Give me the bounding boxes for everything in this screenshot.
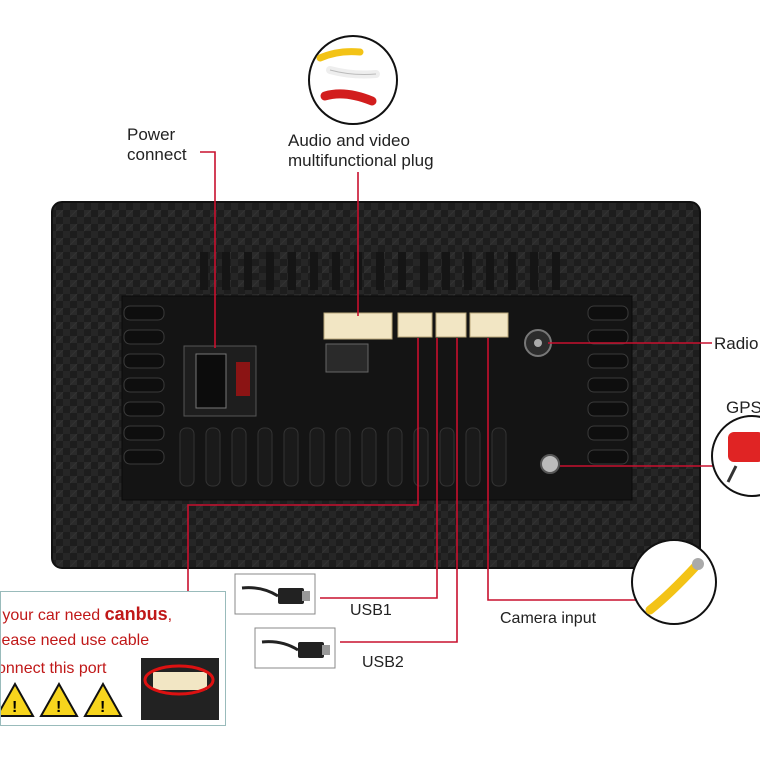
svg-text:!: ! bbox=[100, 699, 105, 716]
callout-lines bbox=[187, 151, 718, 643]
av-connector-2 bbox=[325, 343, 369, 373]
warning-icon: ! bbox=[39, 681, 79, 717]
svg-text:!: ! bbox=[12, 699, 17, 716]
canbus-line-1: If your car need canbus, bbox=[0, 604, 173, 624]
canbus-line-2: please need use cable bbox=[0, 632, 150, 649]
right-fins bbox=[587, 305, 629, 465]
audio-video-label: Audio and video multifunctional plug bbox=[288, 131, 434, 170]
camera-cable-illustration bbox=[631, 539, 717, 625]
connector-photo bbox=[141, 658, 219, 720]
canbus-line-3: connect this port bbox=[0, 660, 107, 677]
usb2-label: USB2 bbox=[362, 654, 404, 671]
camera-input-label: Camera input bbox=[500, 610, 597, 627]
av-plug-illustration bbox=[308, 35, 398, 125]
usb1-connector bbox=[397, 312, 433, 338]
usb1-label: USB1 bbox=[350, 602, 392, 619]
warning-icon: ! bbox=[1, 681, 35, 717]
gps-label: GPS bbox=[726, 398, 760, 417]
warning-icons: ! ! ! bbox=[1, 658, 219, 720]
usb2-cable-image bbox=[254, 627, 336, 669]
camera-connector bbox=[469, 312, 509, 338]
usb1-cable-image bbox=[234, 573, 316, 615]
lower-fins bbox=[179, 427, 507, 487]
svg-text:!: ! bbox=[56, 699, 61, 716]
left-fins bbox=[123, 305, 165, 465]
warning-icon: ! bbox=[83, 681, 123, 717]
gps-antenna-illustration bbox=[711, 415, 760, 497]
av-connector bbox=[323, 312, 393, 340]
radio-label: Radio bbox=[714, 334, 759, 353]
canbus-note: If your car need canbus, please need use… bbox=[0, 591, 226, 726]
power-connect-label: Power connect bbox=[127, 125, 187, 164]
usb2-connector bbox=[435, 312, 467, 338]
gps-jack bbox=[540, 454, 560, 474]
power-connector bbox=[183, 345, 257, 417]
